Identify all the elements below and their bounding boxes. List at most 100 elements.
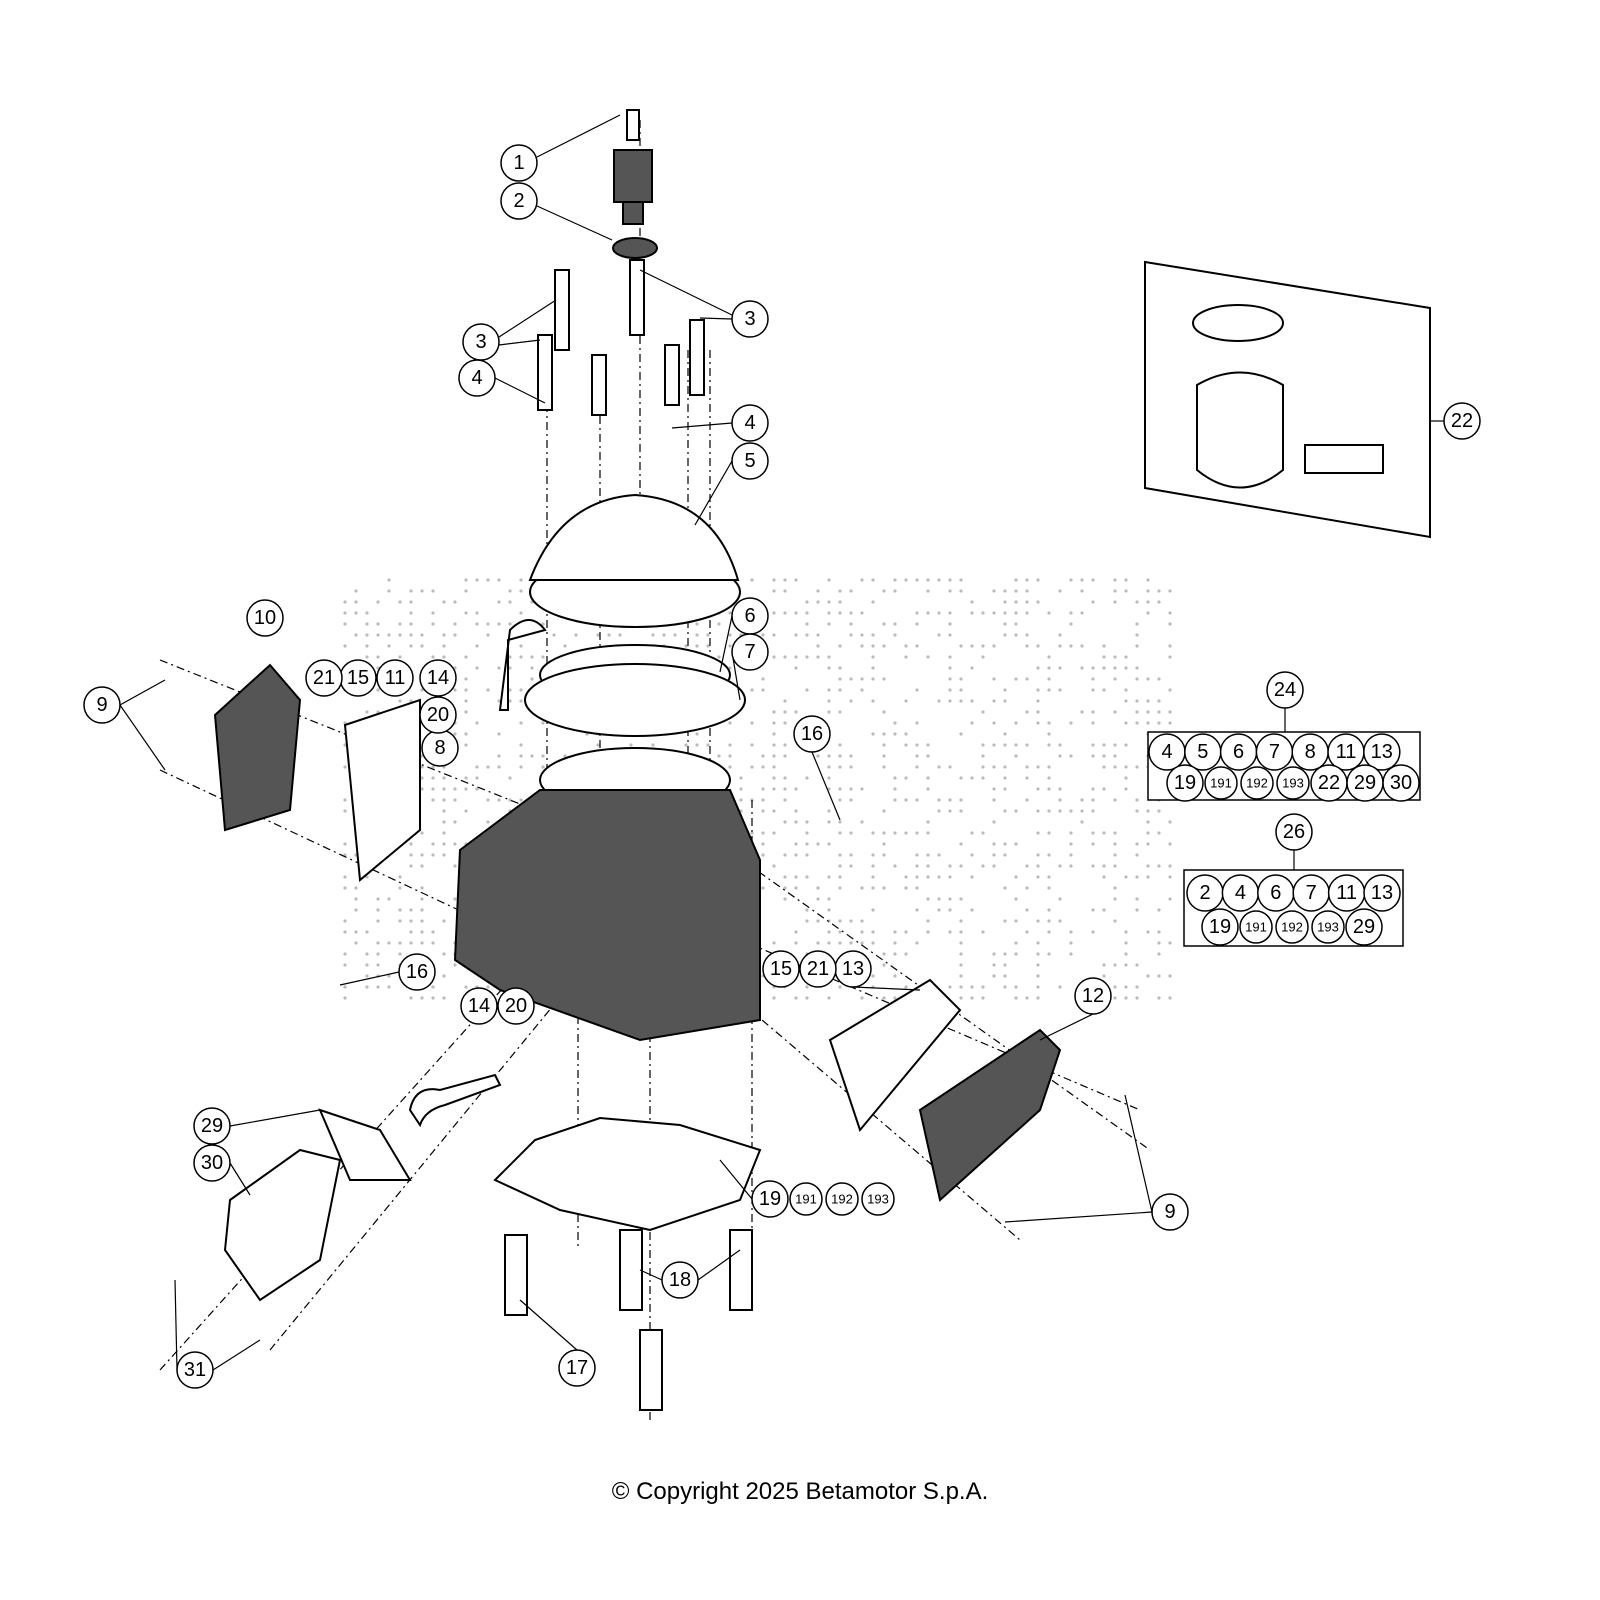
callout-number: 21 [807, 958, 829, 980]
callout-26: 26 [1275, 813, 1313, 851]
callout-16: 16 [793, 715, 831, 753]
callout-30: 30 [1382, 764, 1420, 802]
callout-circle [789, 1182, 823, 1216]
callout-number: 192 [831, 1192, 853, 1207]
callout-number: 11 [385, 667, 406, 689]
callout-number: 17 [566, 1357, 588, 1379]
callout-circle [1311, 910, 1345, 944]
callout-11: 11 [1327, 874, 1366, 912]
callout-number: 2 [1199, 882, 1210, 904]
callout-3: 3 [462, 323, 500, 361]
callout-number: 7 [1269, 741, 1280, 763]
callout-number: 193 [867, 1192, 889, 1207]
callout-number: 21 [313, 667, 335, 689]
callout-19: 19 [1166, 764, 1204, 802]
callout-number: 14 [468, 995, 490, 1017]
callout-circle [500, 144, 538, 182]
callout-number: 13 [1371, 741, 1393, 763]
callout-circle [193, 1144, 231, 1182]
callout-number: 193 [1317, 920, 1339, 935]
callout-number: 1 [513, 152, 524, 174]
callout-number: 6 [1270, 882, 1281, 904]
callout-circle [500, 182, 538, 220]
callout-circle [661, 1261, 699, 1299]
callout-191: 191 [1204, 766, 1238, 800]
callout-circle [1443, 402, 1481, 440]
callout-number: 10 [254, 607, 276, 629]
callout-1: 1 [500, 144, 538, 182]
callout-number: 19 [1209, 916, 1231, 938]
dowel [504, 1234, 528, 1316]
callout-29: 29 [193, 1107, 231, 1145]
callout-191: 191 [789, 1182, 823, 1216]
callout-6: 6 [1257, 874, 1295, 912]
callout-4: 4 [731, 404, 769, 442]
piston-pin [1304, 444, 1384, 474]
callout-30: 30 [193, 1144, 231, 1182]
callout-14: 14 [460, 987, 498, 1025]
callout-6: 6 [731, 597, 769, 635]
callout-11: 11 [1327, 733, 1365, 771]
callout-circle [1363, 733, 1401, 771]
callout-12: 12 [1074, 977, 1112, 1015]
piston [1196, 371, 1284, 489]
callout-number: 19 [1174, 772, 1196, 794]
callout-circle [376, 659, 414, 697]
base-gasket [493, 1116, 762, 1232]
callout-4: 4 [458, 359, 496, 397]
spark-plug-washer [612, 237, 658, 259]
callout-3: 3 [731, 300, 769, 338]
callout-circle [193, 1107, 231, 1145]
callout-number: 11 [1336, 882, 1357, 904]
callout-29: 29 [1346, 764, 1384, 802]
callout-193: 193 [861, 1182, 895, 1216]
callout-number: 26 [1283, 821, 1305, 843]
callout-number: 6 [1233, 741, 1244, 763]
callout-number: 193 [1282, 776, 1304, 791]
callout-circle [1345, 908, 1383, 946]
callout-number: 9 [1164, 1201, 1175, 1223]
callout-circle [799, 950, 837, 988]
callout-number: 22 [1318, 772, 1340, 794]
callout-number: 29 [201, 1115, 223, 1137]
callout-circle [1151, 1193, 1189, 1231]
callout-number: 22 [1451, 410, 1473, 432]
callout-circle [793, 715, 831, 753]
callout-circle [731, 404, 769, 442]
callout-number: 4 [744, 412, 755, 434]
callout-8: 8 [1291, 733, 1329, 771]
callout-circle [305, 659, 343, 697]
callout-number: 6 [744, 605, 755, 627]
callout-circle [246, 599, 284, 637]
callout-number: 29 [1353, 916, 1375, 938]
callout-circle [176, 1351, 214, 1389]
callout-2: 2 [500, 182, 538, 220]
callout-193: 193 [1276, 766, 1310, 800]
head-gasket [524, 663, 746, 737]
callout-number: 30 [201, 1152, 223, 1174]
callout-number: 9 [96, 694, 107, 716]
callout-19: 19 [1201, 908, 1239, 946]
spark-plug [626, 109, 640, 141]
callout-circle [1363, 874, 1401, 912]
callout-17: 17 [558, 1349, 596, 1387]
callout-9: 9 [1151, 1193, 1189, 1231]
callout-9: 9 [83, 686, 121, 724]
callout-18: 18 [661, 1261, 699, 1299]
callout-7: 7 [1292, 874, 1330, 912]
callout-number: 24 [1274, 679, 1296, 701]
exhaust-valve-cover-left [213, 663, 302, 832]
callout-number: 192 [1246, 776, 1268, 791]
callout-24: 24 [1266, 671, 1304, 709]
callout-number: 19 [759, 1188, 781, 1210]
callout-7: 7 [731, 633, 769, 671]
leader-lines [119, 114, 1444, 1371]
callout-number: 20 [505, 995, 527, 1017]
callout-circle [1276, 766, 1310, 800]
callout-15: 15 [339, 659, 377, 697]
callout-circle [398, 953, 436, 991]
callout-number: 8 [1305, 741, 1316, 763]
callout-circle [497, 987, 535, 1025]
